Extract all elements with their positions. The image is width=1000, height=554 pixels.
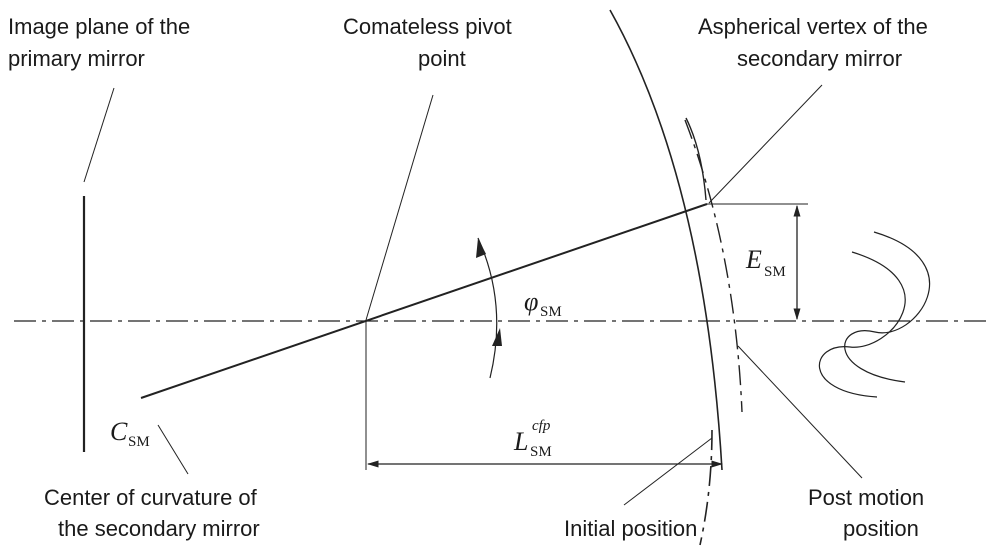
e-sm-symbol: E [745,245,762,274]
mirror-initial-lower [699,429,713,546]
phi-arrowhead-lower [492,328,502,346]
pivot-label-line2: point [418,46,466,71]
post-motion-label-line1: Post motion [808,485,924,510]
break-wave-2 [844,231,930,383]
center-leader [157,424,189,475]
center-label-line2: the secondary mirror [58,516,260,541]
vertex-label-line1: Aspherical vertex of the [698,14,928,39]
mirror-post-motion-curve [684,119,743,413]
pivot-leader [365,94,434,321]
break-wave-1 [818,251,906,398]
c-sm-symbol: C [110,417,128,446]
mirror-post-upper [685,117,707,201]
phi-sm-subscript: SM [540,304,562,320]
post-motion-label-line2: position [843,516,919,541]
phi-sm-symbol: φ [524,287,538,316]
e-sm-subscript: SM [764,264,786,280]
image-plane-label-line2: primary mirror [8,46,145,71]
pivot-label-line1: Comateless pivot [343,14,512,39]
vertex-label-line2: secondary mirror [737,46,902,71]
center-label-line1: Center of curvature of [44,485,258,510]
image-plane-leader [83,87,115,183]
phi-arrowhead-upper [476,238,486,258]
vertex-leader [708,84,823,204]
image-plane-label-line1: Image plane of the [8,14,190,39]
initial-leader [623,437,713,506]
l-sm-subscript: SM [530,444,552,460]
c-sm-subscript: SM [128,434,150,450]
mirror-initial-curve [609,9,723,471]
initial-position-label: Initial position [564,516,697,541]
phi-angle-arc [477,237,498,379]
tilt-line [140,203,708,399]
post-motion-leader [737,345,863,479]
l-sm-symbol: L [513,427,528,456]
l-sm-superscript: cfp [532,418,551,434]
